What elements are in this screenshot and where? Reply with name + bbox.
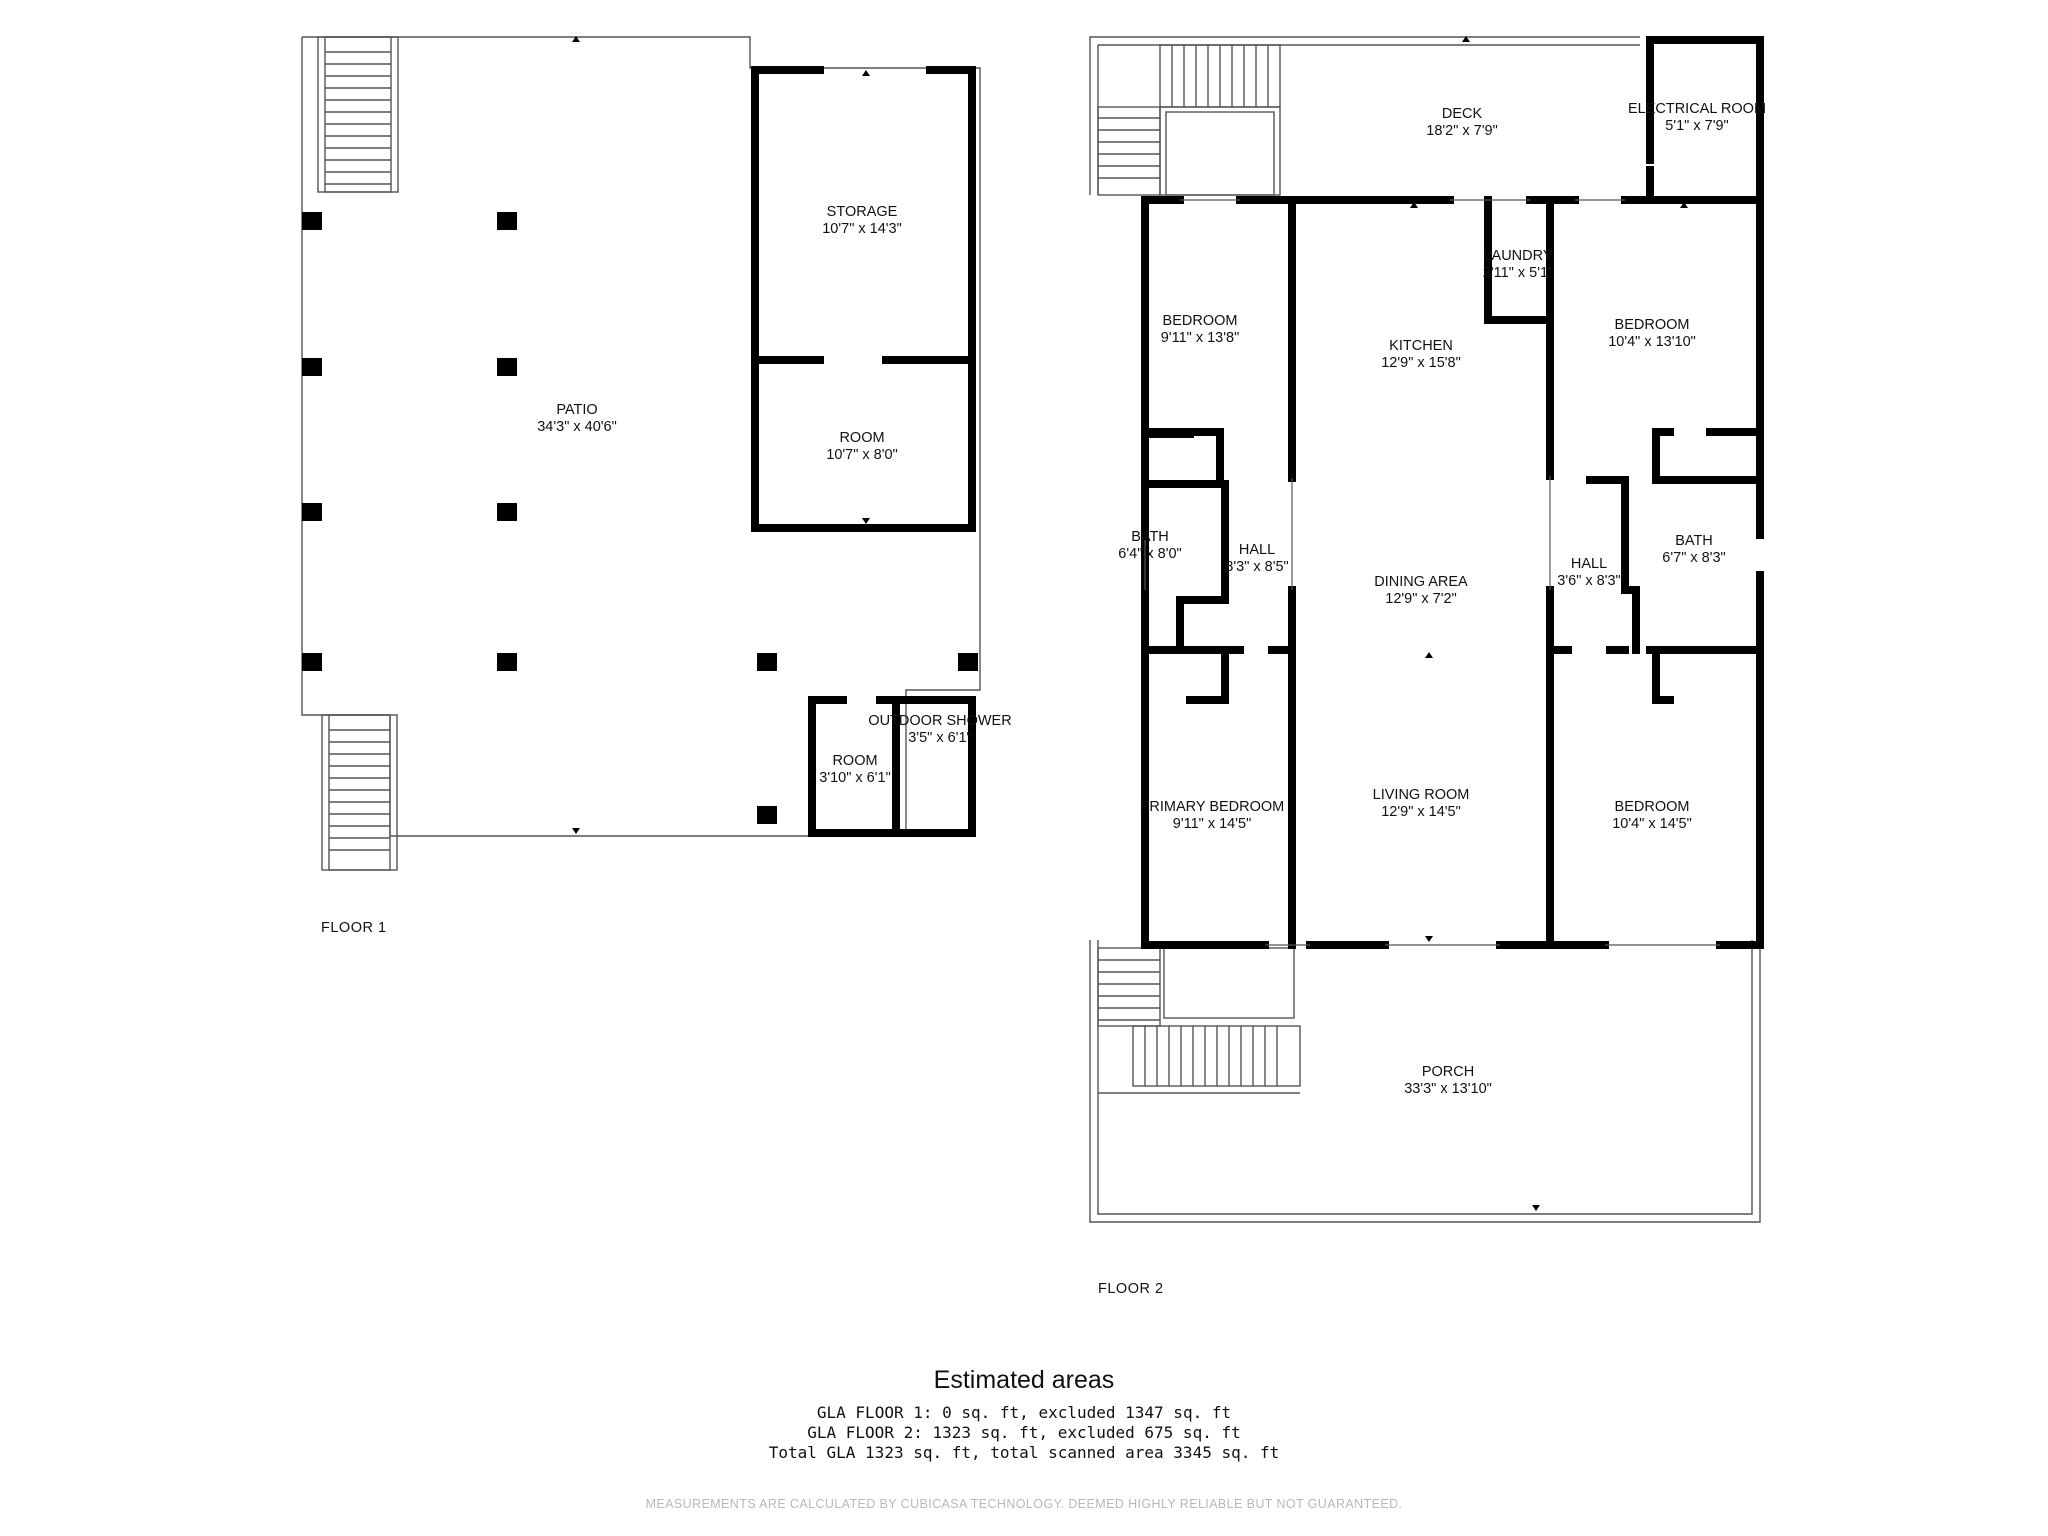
room-name: ROOM [839, 430, 885, 446]
room-name: HALL [1238, 542, 1276, 558]
room-dims: 33'3" x 13'10" [1404, 1081, 1492, 1097]
room-name: BEDROOM [1614, 799, 1690, 815]
room-laundry: LAUNDRY 2'11" x 5'1" [1483, 248, 1553, 282]
room-hall-e: HALL 3'6" x 8'3" [1557, 556, 1620, 590]
room-dims: 6'4" x 8'0" [1118, 546, 1182, 562]
room-dims: 3'10" x 6'1" [819, 770, 891, 786]
stairs-top [1097, 44, 1281, 196]
room-name: LIVING ROOM [1372, 787, 1470, 803]
floor2-outlines [1089, 36, 1761, 1223]
floor2-walls [1141, 36, 1764, 949]
room-primary-bedroom: PRIMARY BEDROOM 9'11" x 14'5" [1140, 799, 1285, 833]
dimension-ticks [572, 36, 1708, 1211]
room-dims: 9'11" x 13'8" [1160, 330, 1240, 346]
room-storage: STORAGE 10'7" x 14'3" [822, 204, 902, 238]
floor1-plan [301, 36, 981, 871]
room-dims: 12'9" x 15'8" [1381, 355, 1461, 371]
stairs-bottom [1097, 947, 1301, 1087]
room-dims: 5'1" x 7'9" [1665, 118, 1729, 134]
stairs-top-left [317, 36, 399, 193]
room-dims: 10'7" x 14'3" [822, 221, 902, 237]
room-bedroom-se: BEDROOM 10'4" x 14'5" [1612, 799, 1692, 833]
room-name: OUTDOOR SHOWER [868, 713, 1012, 729]
room-dims: 9'11" x 14'5" [1172, 816, 1252, 832]
room-dims: 3'5" x 6'1" [908, 730, 972, 746]
room-name: PRIMARY BEDROOM [1139, 799, 1285, 815]
room-outdoor-shower: OUTDOOR SHOWER 3'5" x 6'1" [868, 713, 1011, 747]
floor2-thin [1144, 199, 1720, 946]
summary-heading: Estimated areas [933, 1366, 1115, 1394]
room-room-a: ROOM 10'7" x 8'0" [826, 430, 897, 464]
room-name: DINING AREA [1374, 574, 1468, 590]
floor1-label: FLOOR 1 [321, 920, 387, 936]
room-name: BEDROOM [1614, 317, 1690, 333]
room-dims: 10'4" x 14'5" [1612, 816, 1692, 832]
estimated-areas: Estimated areas GLA FLOOR 1: 0 sq. ft, e… [0, 1366, 2048, 1463]
room-name: PORCH [1421, 1064, 1475, 1080]
room-bedroom-ne: BEDROOM 10'4" x 13'10" [1608, 317, 1696, 351]
floor1-walls [751, 66, 976, 837]
room-bath-e: BATH 6'7" x 8'3" [1662, 533, 1725, 567]
room-dims: 8'3" x 8'5" [1225, 559, 1289, 575]
room-name: STORAGE [826, 204, 898, 220]
room-porch: PORCH 33'3" x 13'10" [1404, 1064, 1492, 1098]
room-electrical-room: ELECTRICAL ROOM 5'1" x 7'9" [1628, 101, 1766, 135]
room-hall-w: HALL 8'3" x 8'5" [1225, 542, 1288, 576]
room-name: DECK [1441, 106, 1483, 122]
summary-line-2: GLA FLOOR 2: 1323 sq. ft, excluded 675 s… [807, 1423, 1241, 1442]
room-name: BEDROOM [1162, 313, 1238, 329]
patio-posts [302, 212, 978, 824]
room-dining-area: DINING AREA 12'9" x 7'2" [1374, 574, 1467, 608]
room-dims: 34'3" x 40'6" [537, 419, 617, 435]
room-name: KITCHEN [1389, 338, 1453, 354]
room-dims: 3'6" x 8'3" [1557, 573, 1621, 589]
room-kitchen: KITCHEN 12'9" x 15'8" [1381, 338, 1461, 372]
room-dims: 18'2" x 7'9" [1426, 123, 1498, 139]
room-name: ELECTRICAL ROOM [1627, 101, 1767, 117]
room-dims: 10'4" x 13'10" [1608, 334, 1696, 350]
room-name: BATH [1675, 533, 1713, 549]
deck-outline [1089, 36, 1640, 195]
room-name: ROOM [832, 753, 878, 769]
porch-outline [1089, 940, 1761, 1223]
room-deck: DECK 18'2" x 7'9" [1426, 106, 1497, 140]
floor2-label: FLOOR 2 [1098, 1281, 1164, 1297]
room-dims: 6'7" x 8'3" [1662, 550, 1726, 566]
room-room-b: ROOM 3'10" x 6'1" [819, 753, 890, 787]
room-name: HALL [1570, 556, 1608, 572]
room-dims: 10'7" x 8'0" [826, 447, 898, 463]
room-name: PATIO [556, 402, 598, 418]
summary-line-3: Total GLA 1323 sq. ft, total scanned are… [768, 1443, 1280, 1462]
room-dims: 12'9" x 14'5" [1381, 804, 1461, 820]
summary-line-1: GLA FLOOR 1: 0 sq. ft, excluded 1347 sq.… [816, 1403, 1232, 1422]
room-dims: 12'9" x 7'2" [1385, 591, 1457, 607]
room-dims: 2'11" x 5'1" [1482, 265, 1554, 281]
room-living-room: LIVING ROOM 12'9" x 14'5" [1373, 787, 1470, 821]
room-bath-w: BATH 6'4" x 8'0" [1118, 529, 1181, 563]
disclaimer: MEASUREMENTS ARE CALCULATED BY CUBICASA … [645, 1497, 1403, 1511]
room-patio: PATIO 34'3" x 40'6" [537, 402, 617, 436]
room-bedroom-nw: BEDROOM 9'11" x 13'8" [1161, 313, 1239, 347]
room-name: LAUNDRY [1483, 248, 1553, 264]
room-name: BATH [1131, 529, 1169, 545]
stairs-bottom-left [321, 714, 398, 871]
